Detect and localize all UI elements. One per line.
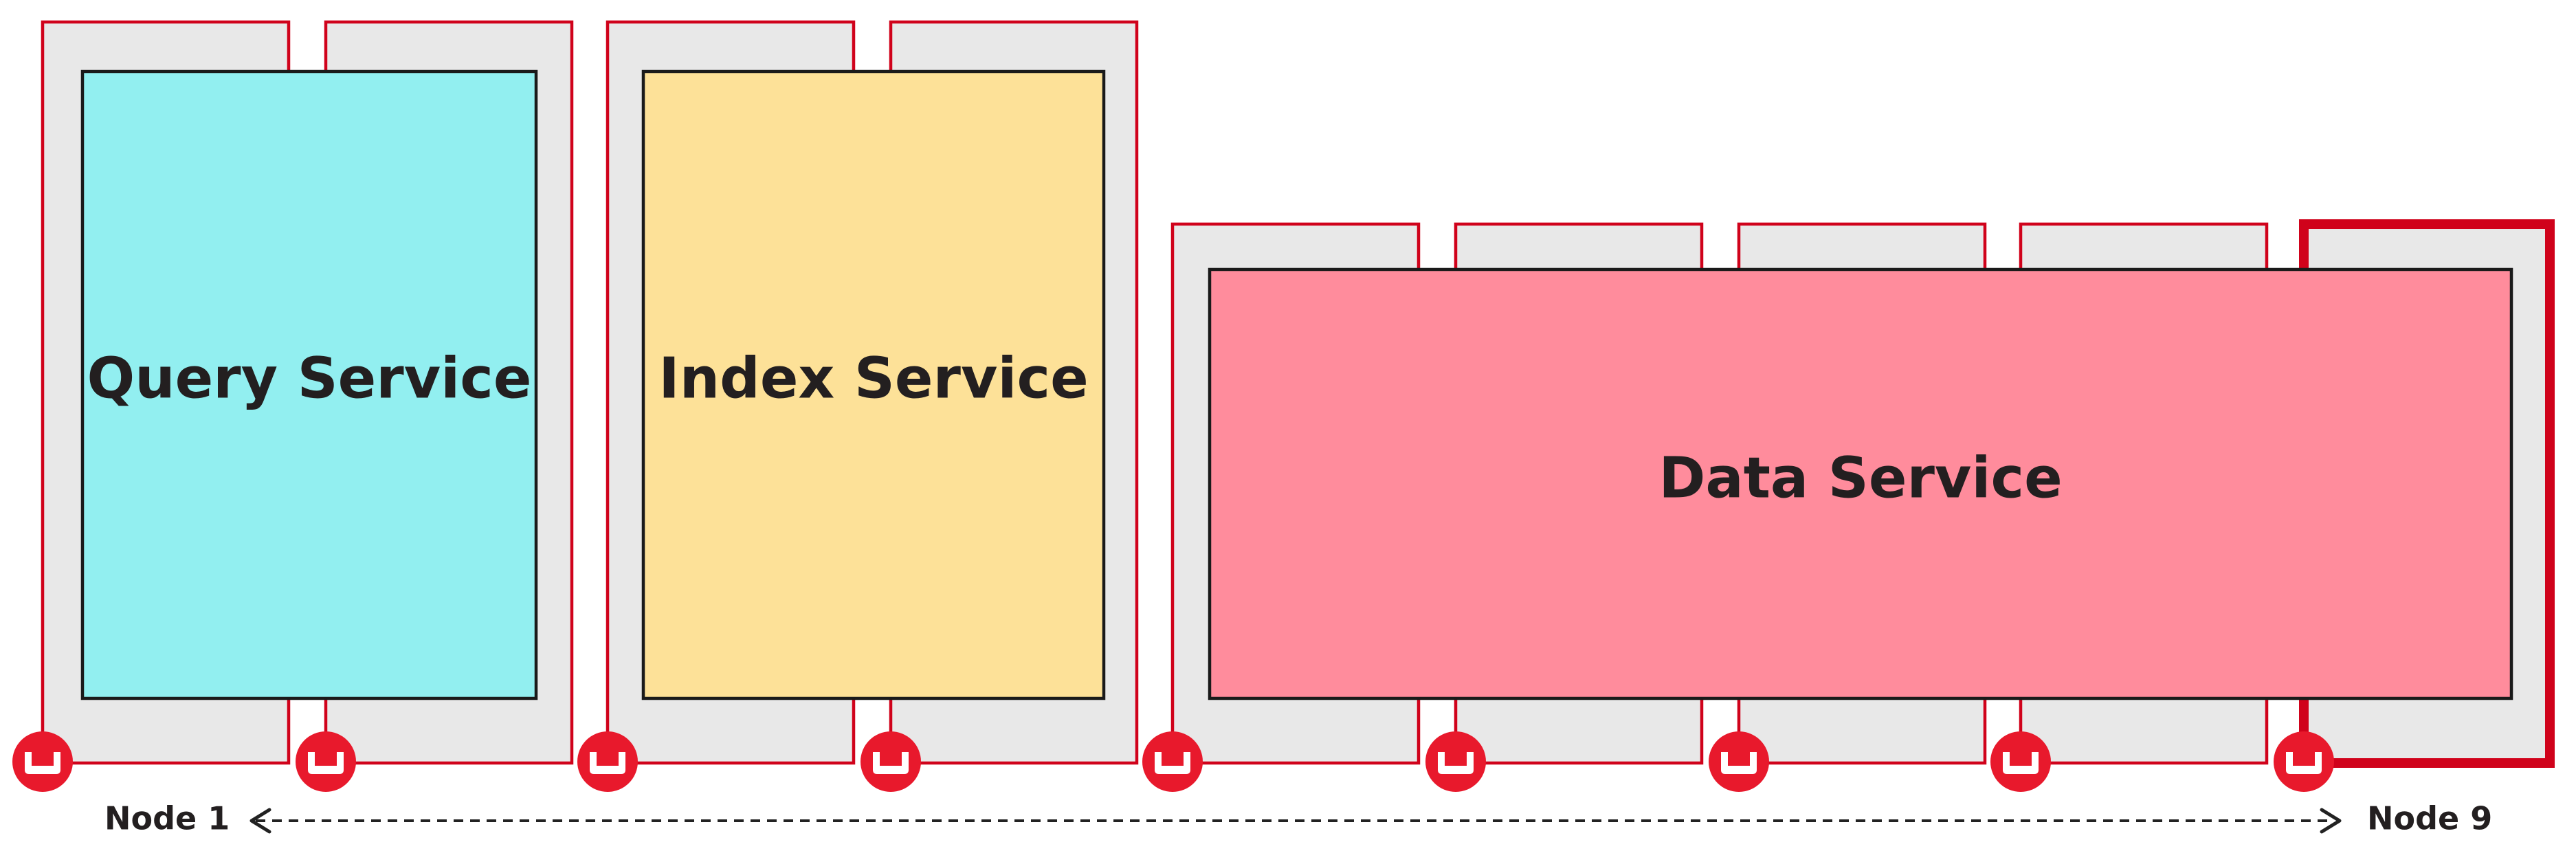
query-service-box [80,69,538,700]
left-arrowhead-icon [249,808,271,834]
couchbase-logo-icon [1709,731,1769,792]
query-service-label: Query Service [87,346,531,411]
first-node-label: Node 1 [104,800,230,837]
couchbase-logo-icon [296,731,356,792]
index-service-box [641,69,1106,700]
couchbase-logo-icon [1142,731,1203,792]
right-arrowhead-icon [2320,808,2342,834]
data-service-box [1208,267,2513,700]
couchbase-logo-icon [2274,731,2334,792]
node-span: Node 1 Node 9 [104,800,2492,837]
couchbase-logo-icon [577,731,638,792]
last-node-label: Node 9 [2367,800,2492,837]
data-service-label: Data Service [1658,445,2062,511]
index-service-label: Index Service [658,346,1089,411]
couchbase-logo-icon [1990,731,2051,792]
couchbase-logo-icon [1425,731,1486,792]
couchbase-logo-icon [860,731,921,792]
couchbase-logo-icon [12,731,73,792]
service-group: Query Service Index Service Data Service [80,69,2513,700]
